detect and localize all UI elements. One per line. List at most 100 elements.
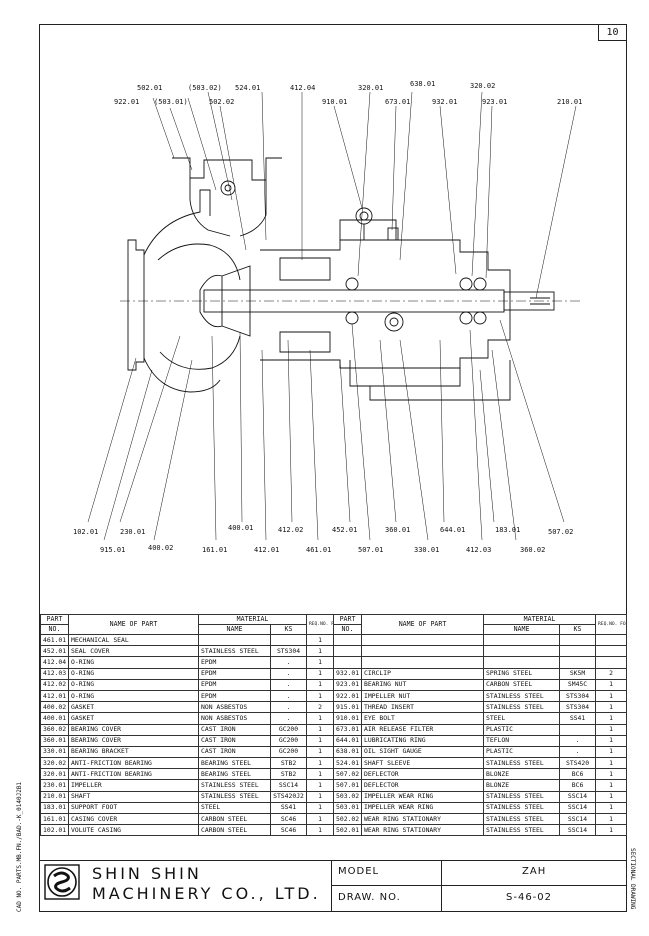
table-cell-r-ks (559, 645, 597, 658)
table-cell-r-name: THREAD INSERT (361, 701, 485, 714)
callout-label: 502.01 (137, 84, 162, 92)
table-cell-l-name: BEARING COVER (68, 734, 199, 747)
sectional-drawing-note: SECTIONAL DRAWING (629, 848, 636, 910)
table-cell-l-q: 1 (306, 656, 335, 669)
table-cell-l-mat: CAST IRON (198, 734, 271, 747)
company-name-line1: SHIN SHIN (92, 864, 202, 883)
header-ks: KS (559, 624, 597, 635)
table-cell-r-name (361, 656, 485, 669)
table-cell-l-name: MECHANICAL SEAL (68, 633, 199, 647)
table-cell-r-name: SHAFT SLEEVE (361, 757, 485, 770)
table-cell-r-ks: BC6 (559, 768, 597, 781)
table-cell-l-ks: SSC14 (269, 779, 308, 792)
table-cell-r-no: 507.01 (333, 779, 363, 792)
table-cell-l-no: 230.01 (40, 779, 69, 792)
table-cell-l-no: 412.03 (40, 667, 69, 680)
table-cell-r-q: 1 (595, 824, 628, 837)
table-cell-r-mat (483, 633, 561, 647)
table-cell-l-q: 1 (306, 801, 335, 815)
table-cell-l-q: 1 (306, 779, 335, 792)
callout-label: 412.02 (278, 526, 303, 534)
company-logo-icon (44, 864, 80, 900)
table-cell-r-name: WEAR RING STATIONARY (361, 812, 485, 826)
table-cell-r-no (333, 645, 363, 658)
header-ks: KS (269, 624, 308, 635)
callouts-top: 502.01 (503.02) 524.01 412.04 320.01 638… (114, 80, 582, 106)
table-cell-l-name: SUPPORT FOOT (68, 801, 199, 815)
table-cell-l-q: 1 (306, 734, 335, 747)
callout-label: 330.01 (414, 546, 439, 554)
table-cell-l-ks: SS41 (269, 801, 308, 815)
table-cell-r-mat: TEFLON (483, 734, 561, 747)
title-block (40, 860, 626, 911)
table-cell-r-ks: SSC14 (559, 824, 597, 837)
table-cell-r-no: 644.01 (333, 734, 363, 747)
table-cell-l-ks: GC200 (269, 734, 308, 747)
callout-label: 320.02 (470, 82, 495, 90)
table-cell-r-ks: STS304 (559, 689, 597, 703)
table-cell-r-mat (483, 645, 561, 658)
callout-label: 507.02 (548, 528, 573, 536)
table-cell-r-no: 638.01 (333, 745, 363, 759)
header-part: PART (40, 614, 69, 625)
table-cell-r-mat: STAINLESS STEEL (483, 689, 561, 703)
header-no: NO. (40, 624, 69, 635)
table-cell-r-name: DEFLECTOR (361, 779, 485, 792)
table-cell-r-no: 923.01 (333, 678, 363, 691)
header-no: NO. (333, 624, 363, 635)
table-cell-l-q: 1 (306, 645, 335, 658)
table-cell-l-q: 1 (306, 712, 335, 725)
table-cell-r-q: 1 (595, 678, 628, 691)
table-cell-l-mat: CARBON STEEL (198, 824, 271, 837)
table-cell-r-ks: SSC14 (559, 801, 597, 815)
header-material-name: NAME (198, 624, 271, 635)
callout-label: 638.01 (410, 80, 435, 88)
table-cell-l-ks: STB2 (269, 757, 308, 770)
header-name-of-part: NAME OF PART (361, 614, 485, 635)
table-cell-r-q: 1 (595, 801, 628, 815)
table-cell-l-name: CASING COVER (68, 812, 199, 826)
table-cell-l-name: O-RING (68, 656, 199, 669)
table-cell-r-name: LUBRICATING RING (361, 734, 485, 747)
table-cell-r-mat: STAINLESS STEEL (483, 790, 561, 803)
callout-label: 360.02 (520, 546, 545, 554)
page-number: 10 (598, 25, 626, 41)
table-cell-l-ks: SC46 (269, 812, 308, 826)
parts-list-table: PART NAME OF PART MATERIAL REQ.NO. FOR 1… (40, 614, 628, 837)
table-cell-l-mat (198, 633, 271, 647)
table-cell-r-no: 503.02 (333, 790, 363, 803)
callout-label: 412.03 (466, 546, 491, 554)
callout-label: 910.01 (322, 98, 347, 106)
table-cell-l-mat: NON ASBESTOS (198, 701, 271, 714)
table-cell-l-q: 1 (306, 633, 335, 647)
table-cell-l-name: ANTI-FRICTION BEARING (68, 768, 199, 781)
table-cell-r-q: 1 (595, 768, 628, 781)
model-label: MODEL (338, 866, 380, 877)
table-cell-r-q: 1 (595, 757, 628, 770)
table-cell-l-mat: STAINLESS STEEL (198, 645, 271, 658)
table-cell-r-mat: STAINLESS STEEL (483, 812, 561, 826)
drawing-frame (39, 24, 627, 912)
table-cell-l-no: 102.01 (40, 824, 69, 837)
table-cell-r-no: 910.01 (333, 712, 363, 725)
table-cell-l-no: 452.01 (40, 645, 69, 658)
table-cell-r-mat: STEEL (483, 712, 561, 725)
table-cell-l-ks: . (269, 656, 308, 669)
table-cell-r-no: 915.01 (333, 701, 363, 714)
table-cell-l-no: 320.01 (40, 768, 69, 781)
callout-label: 502.02 (209, 98, 234, 106)
header-reqd: REQ.NO. FOR 1 PUMP (595, 614, 628, 635)
table-cell-r-q: 1 (595, 790, 628, 803)
table-cell-r-name: BEARING NUT (361, 678, 485, 691)
table-cell-r-mat (483, 656, 561, 669)
table-cell-r-no: 524.01 (333, 757, 363, 770)
table-cell-r-mat: PLASTIC (483, 745, 561, 759)
table-cell-l-name: BEARING BRACKET (68, 745, 199, 759)
table-cell-r-name: IMPELLER WEAR RING (361, 801, 485, 815)
